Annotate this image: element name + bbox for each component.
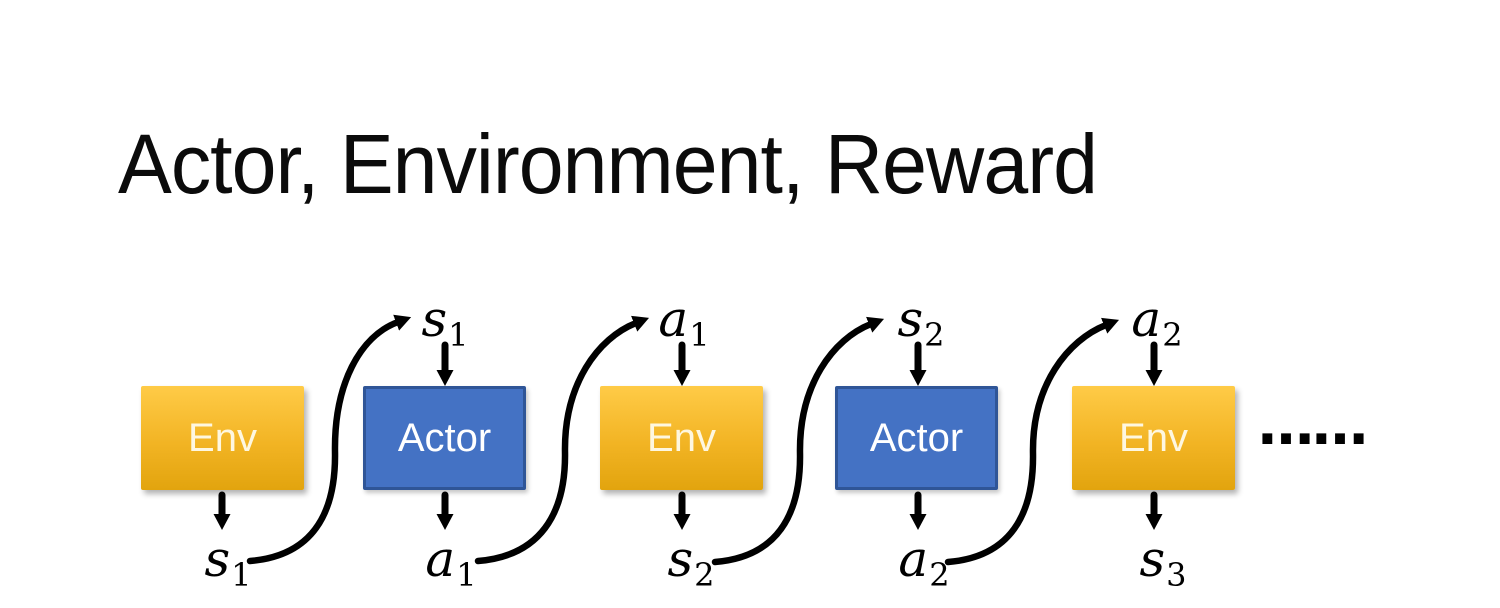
label-bottom-s1: s1 <box>204 534 251 591</box>
env-box-3: Env <box>1072 386 1235 490</box>
label-bottom-a1-base: a <box>425 530 456 588</box>
label-top-a1: a1 <box>658 294 709 351</box>
label-bottom-s2: s2 <box>667 534 714 591</box>
label-top-s2-sub: 2 <box>924 316 945 354</box>
label-bottom-s2-base: s <box>667 530 694 588</box>
label-top-s1-base: s <box>421 290 448 348</box>
label-bottom-s2-sub: 2 <box>694 556 715 594</box>
label-top-a2-base: a <box>1131 290 1162 348</box>
label-top-a1-sub: 1 <box>689 316 710 354</box>
label-bottom-a2: a2 <box>898 534 949 591</box>
label-top-a1-base: a <box>658 290 689 348</box>
label-bottom-a1-sub: 1 <box>456 556 477 594</box>
label-top-s2-base: s <box>897 290 924 348</box>
label-top-s1-sub: 1 <box>448 316 469 354</box>
env-box-2-label: Env <box>647 415 716 460</box>
env-box-1-label: Env <box>188 415 257 460</box>
ellipsis: …… <box>1258 393 1368 458</box>
actor-box-2: Actor <box>835 386 998 490</box>
label-bottom-a1: a1 <box>425 534 476 591</box>
actor-box-2-label: Actor <box>869 415 964 460</box>
curve-arrow-s2 <box>711 316 885 566</box>
slide-title: Actor, Environment, Reward <box>118 117 1098 211</box>
label-bottom-s1-base: s <box>204 530 231 588</box>
env-box-1: Env <box>141 386 304 490</box>
env-box-2: Env <box>600 386 763 490</box>
label-bottom-a2-sub: 2 <box>929 556 950 594</box>
label-bottom-s3-sub: 3 <box>1166 556 1187 594</box>
actor-box-1-label: Actor <box>397 415 492 460</box>
env-box-3-label: Env <box>1119 415 1188 460</box>
label-bottom-s3: s3 <box>1139 534 1186 591</box>
label-bottom-s3-base: s <box>1139 530 1166 588</box>
label-bottom-a2-base: a <box>898 530 929 588</box>
curve-arrow-s1 <box>246 314 412 565</box>
curve-arrow-a1 <box>474 315 650 565</box>
label-top-s2: s2 <box>897 294 944 351</box>
curve-arrow-a2 <box>944 317 1120 566</box>
label-bottom-s1-sub: 1 <box>231 556 252 594</box>
actor-box-1: Actor <box>363 386 526 490</box>
label-top-a2-sub: 2 <box>1162 316 1183 354</box>
label-top-a2: a2 <box>1131 294 1182 351</box>
label-top-s1: s1 <box>421 294 468 351</box>
